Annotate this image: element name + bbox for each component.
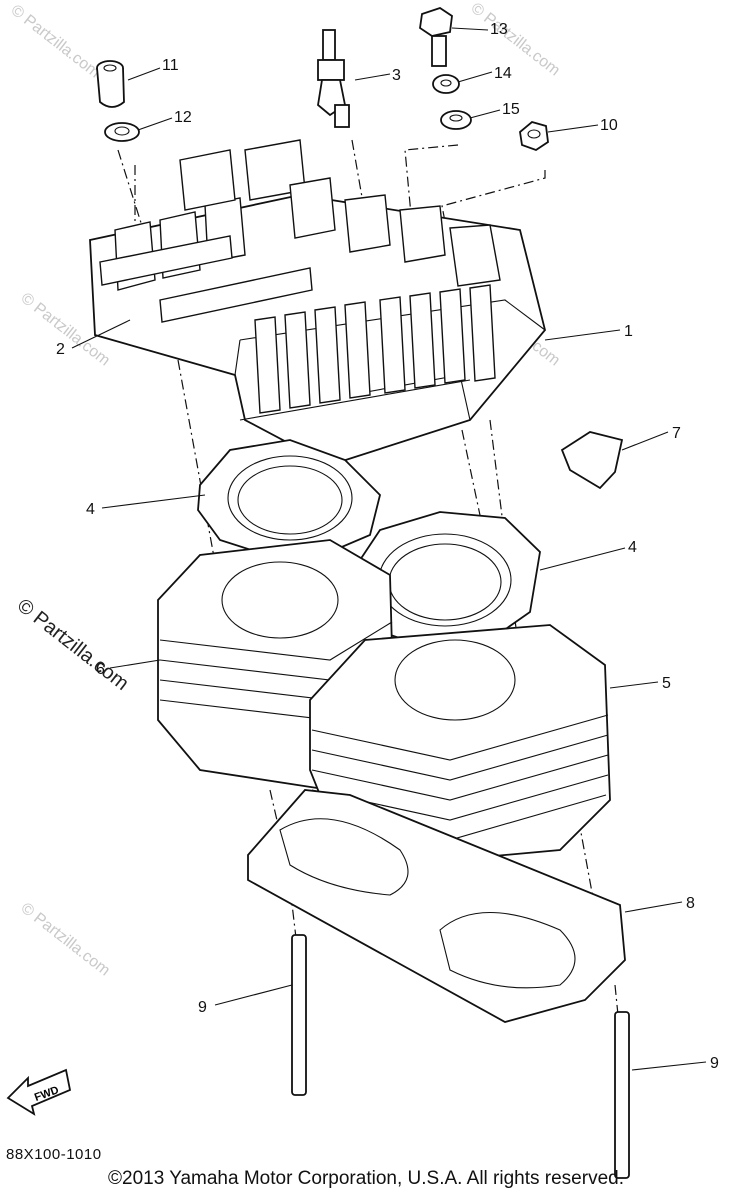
- nut-10: [519, 121, 549, 151]
- stud-bolt-left: [291, 934, 307, 1096]
- callout-label-13: 13: [490, 21, 508, 38]
- washer-15: [440, 110, 472, 130]
- callout-label-9a: 9: [198, 999, 207, 1016]
- callout-label-14: 14: [494, 65, 512, 82]
- diagram-part-code: 88X100-1010: [6, 1146, 102, 1163]
- sleeve-11: [96, 60, 125, 108]
- callout-label-11: 11: [162, 57, 179, 74]
- callout-label-1: 1: [624, 323, 633, 340]
- head-cooling-fins: [99, 139, 501, 414]
- watermark: © Partzilla.com: [8, 2, 103, 82]
- bolt-13: [419, 7, 453, 67]
- watermark: © Partzilla.com: [468, 0, 563, 80]
- callout-label-8: 8: [686, 895, 695, 912]
- head-gasket-left: [197, 439, 381, 557]
- watermark-main: © Partzilla.com: [13, 595, 133, 695]
- base-gasket: [247, 789, 626, 1023]
- copyright-notice: ©2013 Yamaha Motor Corporation, U.S.A. A…: [108, 1168, 624, 1189]
- spark-plug: [317, 29, 350, 128]
- callout-label-6: 6: [96, 661, 105, 678]
- washer-12: [104, 122, 140, 142]
- callout-label-4b: 4: [628, 539, 637, 556]
- callout-label-2: 2: [56, 341, 65, 358]
- callout-label-15: 15: [502, 101, 520, 118]
- callout-label-3: 3: [392, 67, 401, 84]
- bracket-7: [560, 431, 624, 490]
- callout-label-10: 10: [600, 117, 618, 134]
- stud-bolt-right: [614, 1011, 630, 1179]
- callout-label-4a: 4: [86, 501, 95, 518]
- forward-arrow-icon: FWD: [6, 1068, 72, 1116]
- head-gasket-right: [346, 511, 541, 646]
- callout-label-5: 5: [662, 675, 671, 692]
- callout-label-12: 12: [174, 109, 192, 126]
- washer-14: [432, 74, 460, 94]
- callout-leaders: [71, 27, 707, 1071]
- callout-label-7: 7: [672, 425, 681, 442]
- callout-label-9b: 9: [710, 1055, 719, 1072]
- watermark: © Partzilla.com: [18, 900, 113, 980]
- callout-numbers: 11 12 3 13 14 15 10 2 1 7 4 4 5 6 8 9 9: [56, 21, 719, 1072]
- cylinder-head: [89, 139, 546, 466]
